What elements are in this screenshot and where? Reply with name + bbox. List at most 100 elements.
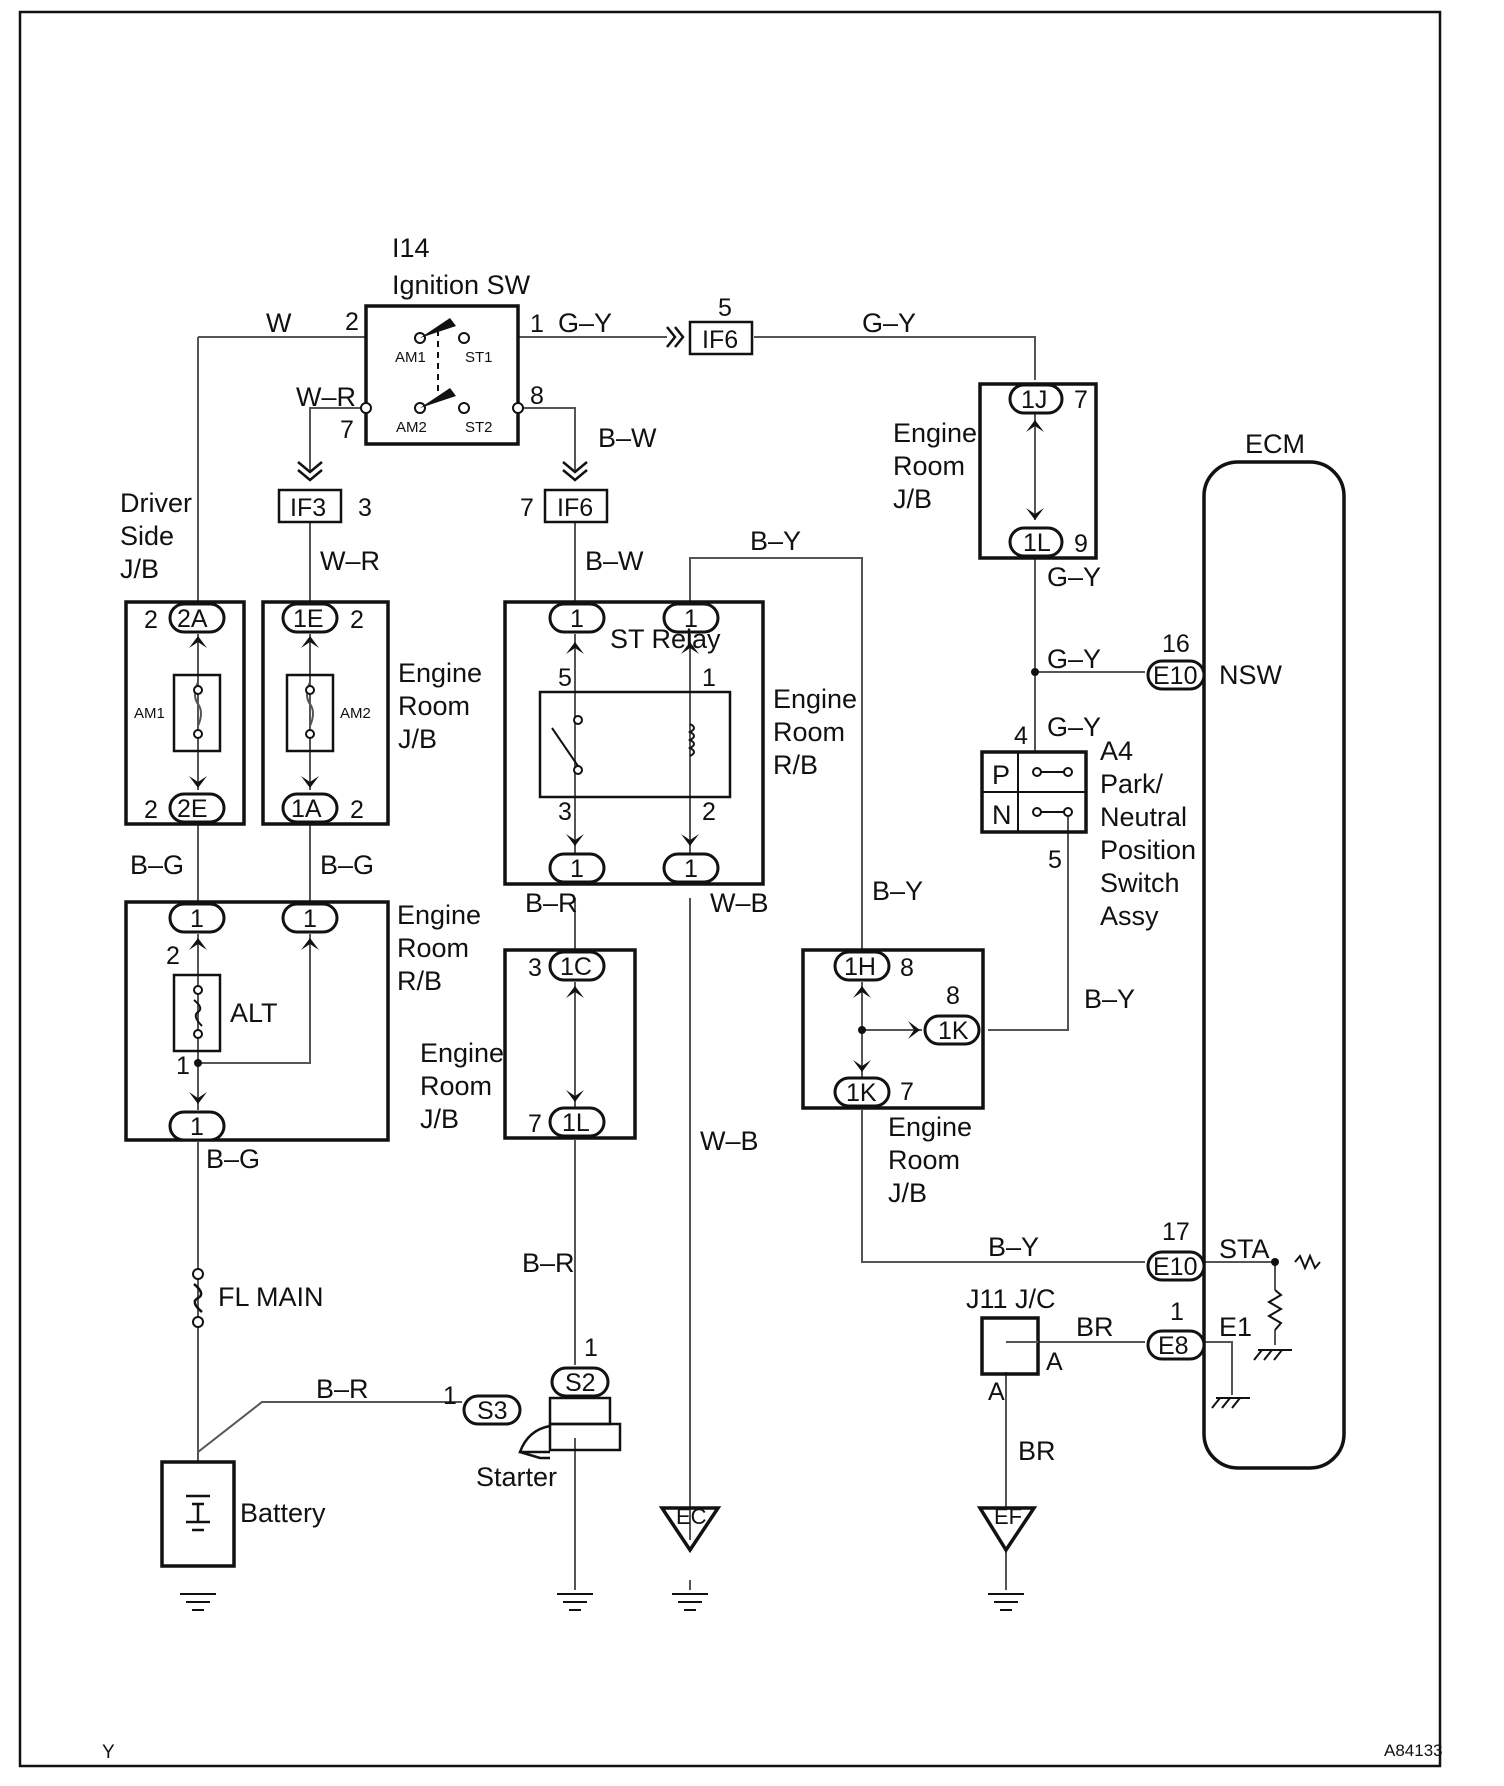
svg-text:A: A: [988, 1378, 1005, 1406]
st-relay-box: 1 1 1 1 ST Relay: [503, 600, 765, 886]
ecm-label: ECM: [1245, 429, 1305, 459]
svg-text:1H: 1H: [844, 953, 876, 981]
er-jb-1h-1k: 1H 1K 1K: [801, 948, 985, 1110]
svg-text:B–Y: B–Y: [750, 526, 801, 556]
svg-text:9: 9: [1074, 530, 1088, 558]
svg-text:Starter: Starter: [476, 1462, 557, 1492]
svg-text:1: 1: [1170, 1298, 1184, 1326]
svg-text:17: 17: [1162, 1218, 1190, 1246]
svg-text:3: 3: [528, 954, 542, 982]
svg-text:16: 16: [1162, 630, 1190, 658]
svg-text:S3: S3: [477, 1397, 508, 1425]
ign-contact-am2: AM2: [396, 419, 427, 436]
ign-id: I14: [392, 233, 430, 263]
svg-text:1: 1: [303, 905, 317, 933]
er-jb-1j-1l: 1J 1L: [978, 382, 1098, 560]
ground-ec: EC: [658, 1504, 722, 1554]
svg-text:1L: 1L: [562, 1109, 590, 1137]
svg-text:E10: E10: [1153, 662, 1197, 690]
svg-text:E1: E1: [1219, 1312, 1252, 1342]
svg-text:IF3: IF3: [290, 494, 326, 522]
svg-text:P: P: [992, 760, 1010, 790]
svg-text:STA: STA: [1219, 1234, 1270, 1264]
fl-main: FL MAIN: [192, 1268, 324, 1328]
wire-color-labels: W G–Y G–Y W–R B–W W–R B–W B–Y G–Y G–Y G–…: [130, 308, 1135, 1466]
driver-side-jb: 2A 2E AM1: [124, 600, 246, 826]
svg-text:2: 2: [144, 796, 158, 824]
svg-text:J11 J/C: J11 J/C: [966, 1284, 1056, 1314]
svg-text:B–G: B–G: [320, 850, 374, 880]
svg-text:3: 3: [558, 798, 572, 826]
svg-text:2: 2: [144, 606, 158, 634]
svg-text:1: 1: [190, 1113, 204, 1141]
diagram-border: [18, 10, 1442, 1768]
svg-text:2: 2: [350, 606, 364, 634]
svg-text:G–Y: G–Y: [1047, 644, 1101, 674]
chassis-grounds: [180, 1593, 1024, 1611]
svg-text:7: 7: [340, 416, 354, 444]
svg-text:E8: E8: [1158, 1332, 1189, 1360]
svg-text:B–Y: B–Y: [988, 1232, 1039, 1262]
svg-text:4: 4: [1014, 722, 1028, 750]
alt-er-rb: 1 1 1 ALT: [124, 900, 390, 1142]
starter: S2 S3 Starter: [462, 1366, 622, 1492]
svg-text:B–W: B–W: [598, 423, 657, 453]
svg-text:1: 1: [702, 664, 716, 692]
er-jb-1c-1l: 1C 1L: [503, 948, 637, 1140]
ign-contact-st1: ST1: [465, 349, 493, 366]
svg-text:7: 7: [900, 1078, 914, 1106]
svg-text:G–Y: G–Y: [862, 308, 916, 338]
svg-text:BR: BR: [1018, 1436, 1056, 1466]
svg-text:AM1: AM1: [134, 705, 165, 722]
svg-text:IF6: IF6: [702, 326, 738, 354]
ignition-switch: AM1 ST1 AM2 ST2 I14 Ignition SW: [360, 233, 531, 446]
pin-numbers: 2 1 7 8 5 3 7 7 9 16 4 5 2 2 2 2 5 1 3 2…: [144, 294, 1190, 1410]
ign-name: Ignition SW: [392, 270, 531, 300]
svg-text:1: 1: [570, 605, 584, 633]
svg-text:7: 7: [528, 1110, 542, 1138]
svg-text:W–R: W–R: [320, 546, 380, 576]
svg-text:G–Y: G–Y: [1047, 712, 1101, 742]
connector-if6-lower: IF6: [543, 461, 609, 524]
svg-text:Battery: Battery: [240, 1498, 326, 1528]
svg-text:N: N: [992, 800, 1012, 830]
svg-text:EC: EC: [676, 1504, 707, 1529]
park-neutral-switch: P N: [980, 668, 1088, 834]
svg-text:IF6: IF6: [557, 494, 593, 522]
svg-text:B–R: B–R: [522, 1248, 575, 1278]
svg-text:W: W: [266, 308, 292, 338]
ign-contact-st2: ST2: [465, 419, 493, 436]
svg-text:1: 1: [176, 1052, 190, 1080]
svg-text:E10: E10: [1153, 1253, 1197, 1281]
svg-text:AM2: AM2: [340, 705, 371, 722]
connector-if3: IF3: [277, 461, 343, 524]
svg-text:NSW: NSW: [1219, 660, 1283, 690]
svg-text:ST Relay: ST Relay: [610, 624, 721, 654]
footer-right: A84133: [1384, 1741, 1443, 1760]
connector-if6-top: IF6: [666, 320, 754, 356]
svg-text:1L: 1L: [1023, 529, 1051, 557]
svg-text:B–R: B–R: [316, 1374, 369, 1404]
svg-text:2: 2: [345, 308, 359, 336]
svg-text:5: 5: [1048, 846, 1062, 874]
footer-left: Y: [102, 1742, 115, 1763]
svg-text:2: 2: [166, 942, 180, 970]
svg-text:1: 1: [443, 1382, 457, 1410]
battery: Battery: [160, 1460, 326, 1568]
svg-text:W–B: W–B: [700, 1126, 759, 1156]
svg-text:5: 5: [718, 294, 732, 322]
ground-ef: EF: [976, 1504, 1038, 1554]
svg-text:B–Y: B–Y: [872, 876, 923, 906]
svg-text:7: 7: [520, 494, 534, 522]
ign-contact-am1: AM1: [395, 349, 426, 366]
svg-text:1C: 1C: [560, 953, 592, 981]
svg-text:FL MAIN: FL MAIN: [218, 1282, 324, 1312]
svg-text:1: 1: [584, 1334, 598, 1362]
